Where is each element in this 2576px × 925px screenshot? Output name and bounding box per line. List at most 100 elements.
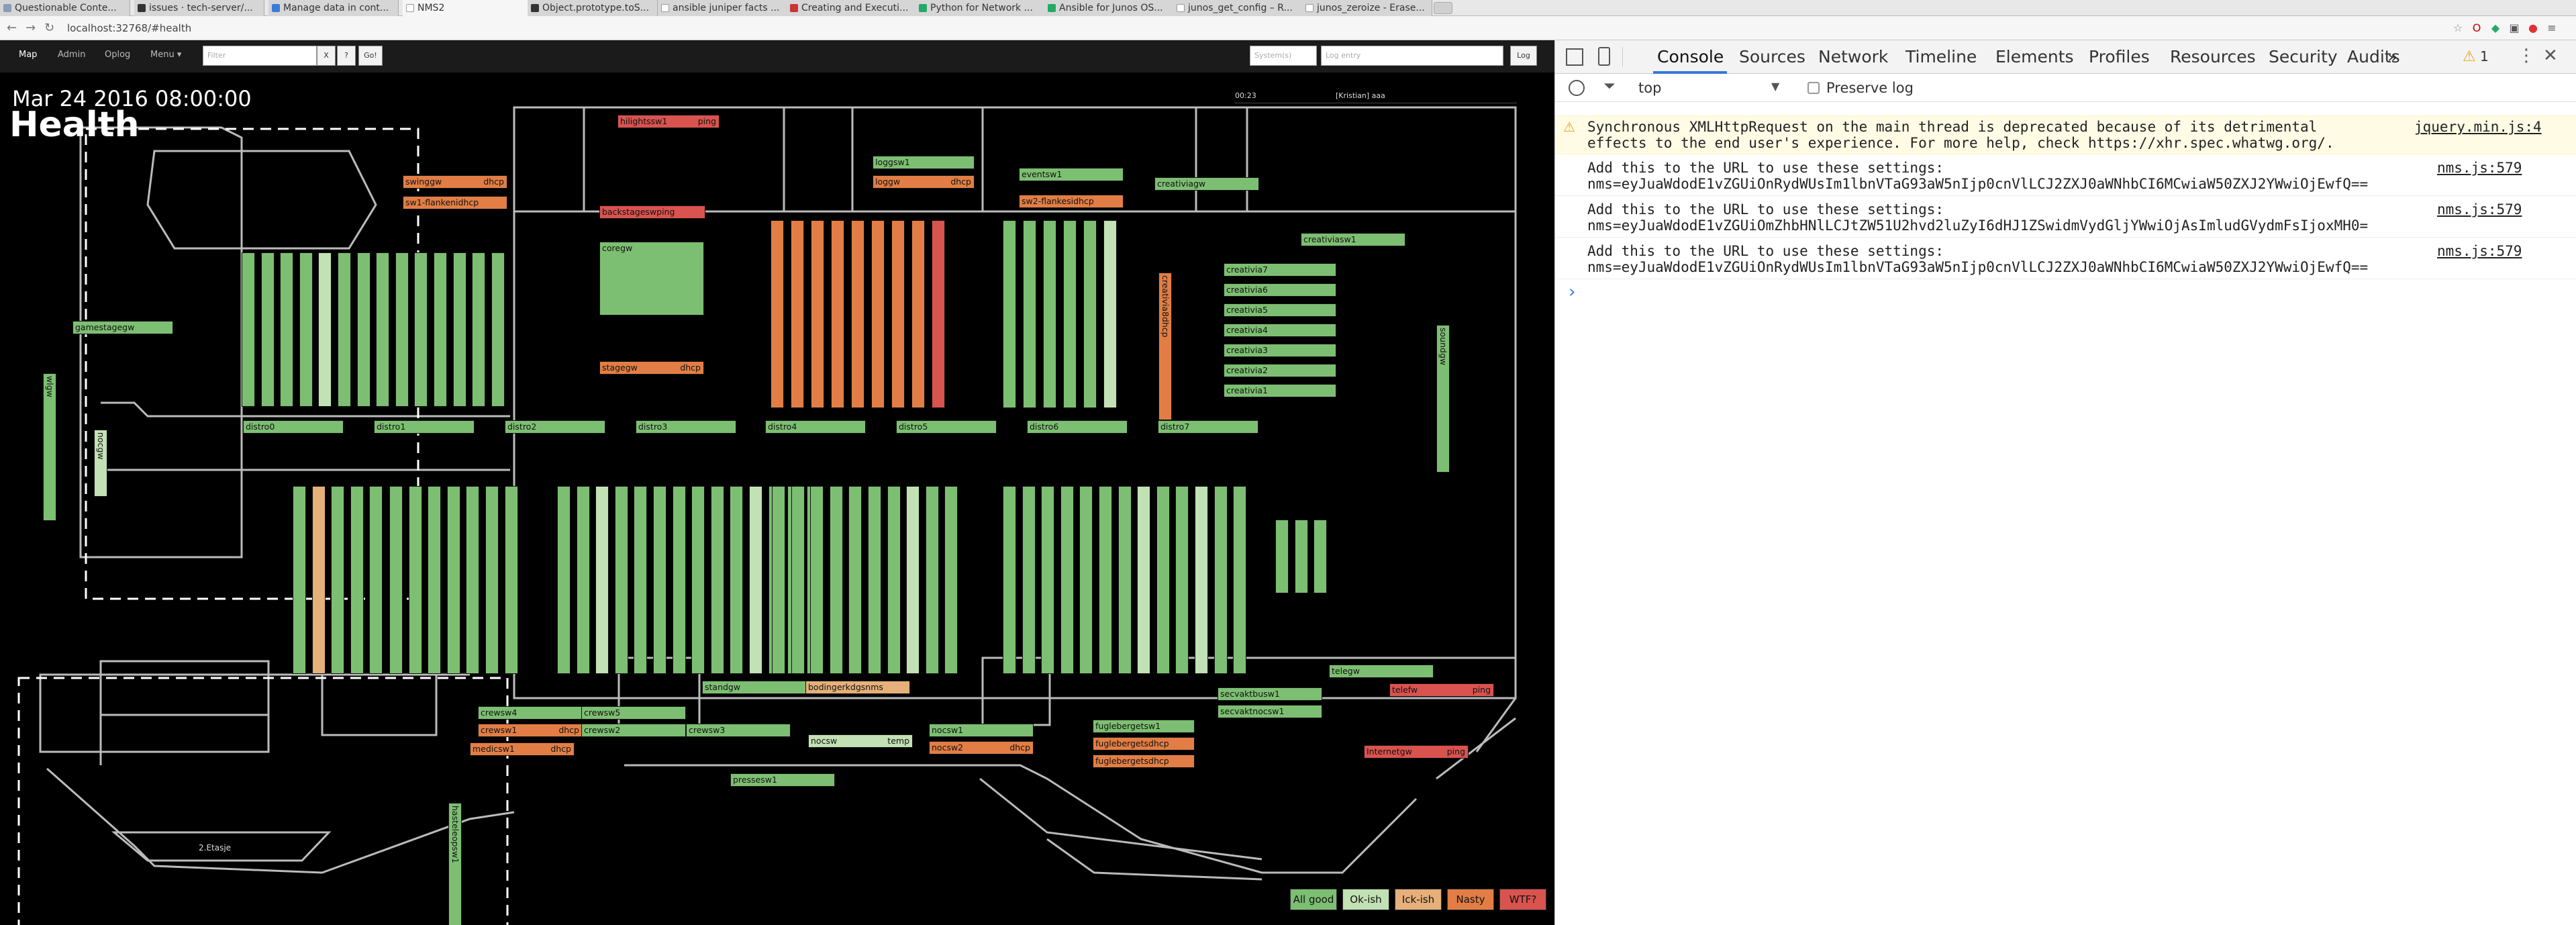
switch-soundgw[interactable]: soundgw xyxy=(1436,325,1450,473)
browser-tab[interactable]: Manage data in cont... xyxy=(268,0,399,16)
switch-crewsw5[interactable]: crewsw5 xyxy=(581,706,686,720)
edge-switch[interactable] xyxy=(1099,486,1112,674)
edge-switch[interactable] xyxy=(691,486,705,674)
edge-switch[interactable] xyxy=(925,486,939,674)
edge-switch[interactable] xyxy=(472,252,486,407)
nav-menu[interactable]: Menu ▾ xyxy=(150,50,182,60)
edge-switch[interactable] xyxy=(280,252,294,407)
switch-distro2[interactable]: distro2 xyxy=(505,420,605,434)
log-button[interactable]: Log xyxy=(1510,46,1537,66)
switch-crewsw4[interactable]: crewsw4 xyxy=(478,706,583,720)
edge-switch[interactable] xyxy=(887,486,901,674)
extension-icon[interactable]: ▣ xyxy=(2509,21,2520,34)
warning-count[interactable]: 1 xyxy=(2480,48,2489,64)
log-entry-input[interactable]: Log entry xyxy=(1321,46,1503,66)
switch-securitybuesw1[interactable]: secvaktbusw1 xyxy=(1218,687,1322,701)
tab-sources[interactable]: Sources xyxy=(1739,47,1805,66)
edge-switch[interactable] xyxy=(595,486,609,674)
browser-tab[interactable]: ansible juniper facts ... xyxy=(658,0,788,16)
console-source-link[interactable]: nms.js:579 xyxy=(2437,160,2522,176)
edge-switch[interactable] xyxy=(1003,486,1016,674)
edge-switch[interactable] xyxy=(414,252,428,407)
switch-sw1flankenidhcp[interactable]: sw1-flankenidhcp xyxy=(403,196,507,209)
preserve-log-checkbox[interactable] xyxy=(1807,82,1820,94)
edge-switch[interactable] xyxy=(1137,486,1151,674)
switch-crewsw2[interactable]: crewsw2 xyxy=(581,724,686,737)
edge-switch[interactable] xyxy=(730,486,744,674)
edge-switch[interactable] xyxy=(868,486,881,674)
tab-profiles[interactable]: Profiles xyxy=(2089,47,2150,66)
edge-switch[interactable] xyxy=(771,220,784,408)
switch-distro3[interactable]: distro3 xyxy=(636,420,736,434)
edge-switch[interactable] xyxy=(491,252,505,407)
edge-switch[interactable] xyxy=(911,220,925,408)
edge-switch[interactable] xyxy=(1294,520,1308,593)
edge-switch[interactable] xyxy=(1275,520,1289,593)
switch-creativia8[interactable]: creativia8dhcp xyxy=(1158,273,1172,420)
edge-switch[interactable] xyxy=(293,486,306,674)
nav-admin[interactable]: Admin xyxy=(58,50,86,60)
more-tabs-button[interactable]: » xyxy=(2387,47,2398,66)
edge-switch[interactable] xyxy=(318,252,332,407)
switch-loggsw1[interactable]: loggsw1 xyxy=(873,156,975,169)
switch-creativia7[interactable]: creativia7 xyxy=(1224,263,1336,277)
switch-backstagesw[interactable]: backstageswping xyxy=(599,205,705,219)
edge-switch[interactable] xyxy=(260,252,275,407)
switch-eventsw1[interactable]: eventsw1 xyxy=(1019,168,1124,181)
edge-switch[interactable] xyxy=(829,486,843,674)
warning-icon[interactable]: ⚠ xyxy=(2463,48,2476,65)
switch-distro1[interactable]: distro1 xyxy=(374,420,475,434)
edge-switch[interactable] xyxy=(1079,486,1093,674)
url-field[interactable]: localhost:32768/#health xyxy=(67,22,192,34)
bookmark-star-icon[interactable]: ☆ xyxy=(2453,21,2463,34)
switch-distro0[interactable]: distro0 xyxy=(243,420,344,434)
switch-creativia1[interactable]: creativia1 xyxy=(1224,384,1336,397)
switch-coregw[interactable]: coregw xyxy=(599,242,704,315)
browser-tab[interactable]: junos_zeroize - Erase... xyxy=(1302,0,1432,16)
edge-switch[interactable] xyxy=(614,486,628,674)
edge-switch[interactable] xyxy=(831,220,844,408)
switch-nocgw[interactable]: nocgw xyxy=(94,430,107,497)
switch-distro7[interactable]: distro7 xyxy=(1158,420,1258,434)
edge-switch[interactable] xyxy=(749,486,762,674)
edge-switch[interactable] xyxy=(810,486,824,674)
edge-switch[interactable] xyxy=(452,252,466,407)
extension-icon[interactable]: ◆ xyxy=(2491,21,2500,34)
switch-creativia2[interactable]: creativia2 xyxy=(1224,364,1336,377)
switch-wlgw[interactable]: wlgw xyxy=(43,373,56,521)
switch-creativia3[interactable]: creativia3 xyxy=(1224,344,1336,357)
edge-switch[interactable] xyxy=(1063,220,1077,408)
edge-switch[interactable] xyxy=(634,486,648,674)
switch-gamestagegw[interactable]: gamestagegw xyxy=(72,321,173,334)
edge-switch[interactable] xyxy=(376,252,390,407)
browser-tab[interactable]: issues · tech-server/... xyxy=(134,0,264,16)
edge-switch[interactable] xyxy=(466,486,480,674)
switch-distro6[interactable]: distro6 xyxy=(1027,420,1128,434)
device-mode-icon[interactable] xyxy=(1598,47,1610,66)
tab-timeline[interactable]: Timeline xyxy=(1905,47,1977,66)
devtools-menu-icon[interactable]: ⋮ xyxy=(2518,46,2535,66)
edge-switch[interactable] xyxy=(434,252,447,407)
edge-switch[interactable] xyxy=(932,220,945,408)
edge-switch[interactable] xyxy=(1233,486,1247,674)
opera-icon[interactable]: O xyxy=(2472,21,2481,34)
edge-switch[interactable] xyxy=(299,252,313,407)
switch-crewsw3[interactable]: crewsw3 xyxy=(686,724,791,737)
browser-tab[interactable]: Python for Network ... xyxy=(915,0,1046,16)
browser-tab[interactable]: junos_get_config – R... xyxy=(1173,0,1303,16)
switch-creativia6[interactable]: creativia6 xyxy=(1224,283,1336,297)
edge-switch[interactable] xyxy=(350,486,364,674)
edge-switch[interactable] xyxy=(944,486,958,674)
edge-switch[interactable] xyxy=(1060,486,1074,674)
edge-switch[interactable] xyxy=(1118,486,1132,674)
console-source-link[interactable]: jquery.min.js:4 xyxy=(2414,119,2542,135)
reload-icon[interactable]: ↻ xyxy=(44,21,55,35)
edge-switch[interactable] xyxy=(772,486,785,674)
edge-switch[interactable] xyxy=(906,486,920,674)
switch-creativia4[interactable]: creativia4 xyxy=(1224,324,1336,337)
edge-switch[interactable] xyxy=(485,486,499,674)
edge-switch[interactable] xyxy=(369,486,383,674)
edge-switch[interactable] xyxy=(811,220,824,408)
